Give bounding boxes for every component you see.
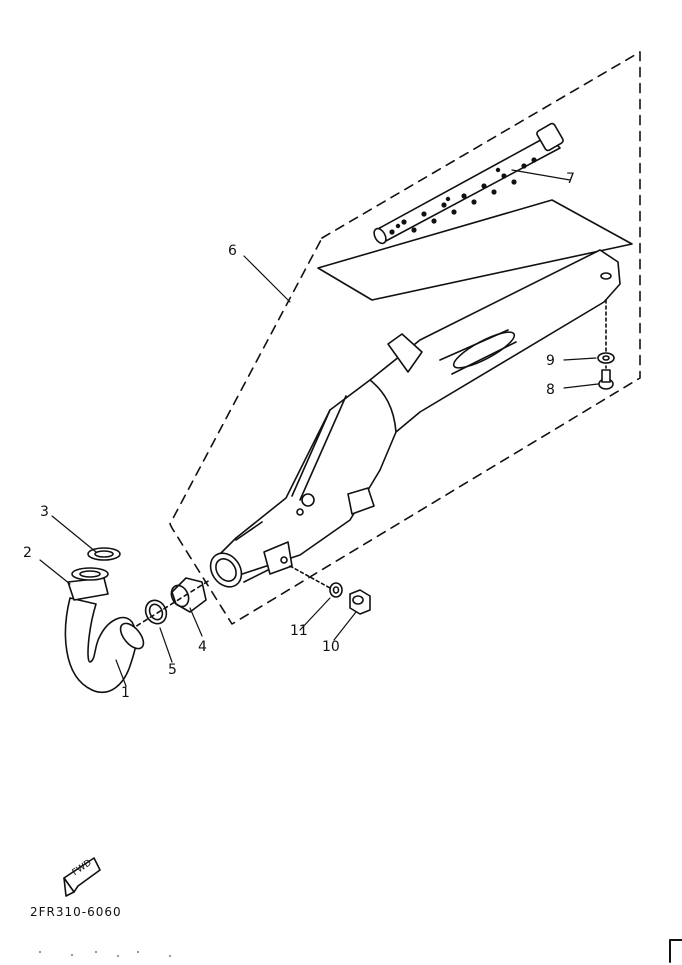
callout-10: 10 <box>322 639 340 655</box>
leader-lines <box>39 169 599 687</box>
callout-5: 5 <box>168 662 177 678</box>
callout-6: 6 <box>228 243 237 259</box>
bolt-icon <box>598 299 614 390</box>
callout-8: 8 <box>546 382 555 398</box>
callout-11: 11 <box>290 623 308 639</box>
spring-washer-icon <box>329 582 343 598</box>
scan-specks <box>39 951 171 957</box>
diagram-code: 2FR310-6060 <box>30 905 122 919</box>
callout-7: 7 <box>566 171 575 187</box>
corner-mark <box>669 939 682 963</box>
perforated-tube-icon <box>373 122 564 245</box>
nut-icon <box>349 589 371 615</box>
callout-4: 4 <box>198 639 207 655</box>
callout-1: 1 <box>121 685 130 701</box>
joint-ring-icon <box>170 577 207 613</box>
callout-2: 2 <box>23 545 32 561</box>
assembly-boundary-dashed <box>169 51 641 625</box>
stud-dashed-line <box>289 565 331 589</box>
forward-direction-icon <box>63 857 101 897</box>
exhaust-pipe-icon <box>64 567 145 693</box>
callout-3: 3 <box>40 504 49 520</box>
muffler-icon <box>209 249 621 588</box>
washer-icon <box>597 352 615 364</box>
callout-9: 9 <box>546 353 555 369</box>
gasket-icon <box>87 547 121 561</box>
alignment-dashed-line <box>129 579 211 631</box>
tube-panel-outline <box>317 199 633 301</box>
clamp-icon <box>144 599 168 625</box>
